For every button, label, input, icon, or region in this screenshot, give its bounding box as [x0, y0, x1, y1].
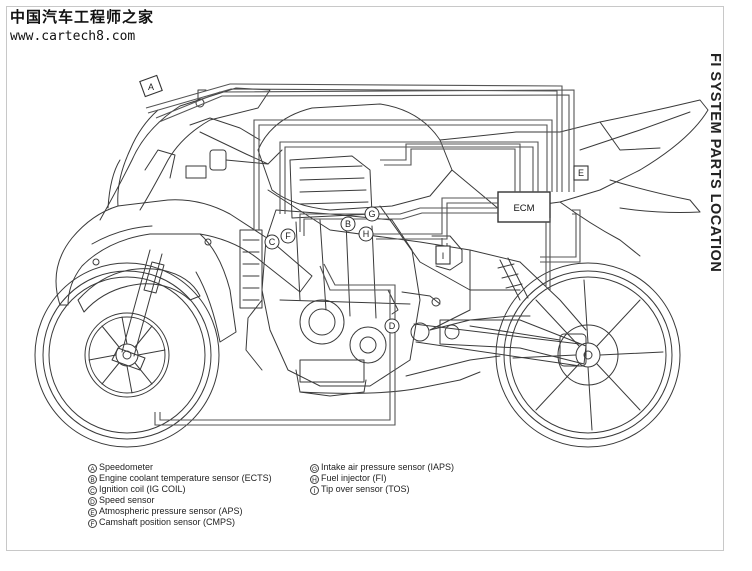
- legend-text: Tip over sensor (TOS): [321, 484, 410, 494]
- callout-a: A: [139, 74, 163, 98]
- legend-text: Speedometer: [99, 462, 154, 472]
- legend-marker: C: [88, 486, 97, 495]
- front-fork: [111, 149, 176, 371]
- callout-h: H: [358, 226, 374, 242]
- callout-i: I: [435, 245, 451, 265]
- svg-text:C: C: [269, 237, 276, 247]
- legend-marker: E: [88, 508, 97, 517]
- svg-text:A: A: [148, 82, 154, 92]
- front-wheel: [34, 262, 220, 448]
- watermark: 中国汽车工程师之家 www.cartech8.com: [10, 8, 154, 46]
- wiring-harness: [145, 83, 581, 426]
- handlebar: [185, 89, 283, 179]
- legend-text: Intake air pressure sensor (IAPS): [321, 462, 455, 472]
- legend-text: Camshaft position sensor (CMPS): [99, 517, 236, 527]
- ecm-label: ECM: [513, 203, 534, 214]
- callout-b: B: [340, 216, 356, 232]
- seat-tail: [439, 99, 709, 257]
- page-frame: [6, 6, 724, 551]
- legend-marker: B: [88, 475, 97, 484]
- engine: [245, 155, 421, 397]
- svg-text:H: H: [363, 229, 370, 239]
- watermark-chinese: 中国汽车工程师之家: [10, 8, 155, 26]
- callout-f: F: [280, 228, 296, 244]
- legend-text: Fuel injector (FI): [321, 473, 387, 483]
- callout-e: E: [573, 165, 589, 181]
- legend-text: Speed sensor: [99, 495, 155, 505]
- legend-text: Atmospheric pressure sensor (APS): [99, 506, 243, 516]
- svg-text:G: G: [368, 209, 375, 219]
- ecm-box: ECM: [497, 191, 551, 223]
- callout-d: D: [384, 318, 400, 334]
- legend-marker: F: [88, 519, 97, 528]
- svg-text:B: B: [345, 219, 351, 229]
- svg-text:E: E: [578, 168, 584, 178]
- watermark-url: www.cartech8.com: [10, 29, 136, 44]
- rear-shock: [497, 257, 529, 301]
- footpegs: [387, 289, 441, 315]
- chain: [410, 322, 581, 367]
- legend-marker: A: [88, 464, 97, 473]
- swingarm: [439, 319, 587, 367]
- legend-marker: G: [310, 464, 319, 473]
- legend-marker: I: [310, 486, 319, 495]
- svg-text:F: F: [285, 231, 291, 241]
- callout-c: C: [264, 234, 280, 250]
- callout-g: G: [364, 206, 380, 222]
- legend-text: Ignition coil (IG COIL): [99, 484, 186, 494]
- rear-wheel: [495, 262, 681, 448]
- legend-text: Engine coolant temperature sensor (ECTS): [99, 473, 272, 483]
- svg-text:D: D: [389, 321, 396, 331]
- legend-marker: H: [310, 475, 319, 484]
- front-fender: [77, 268, 201, 313]
- legend-marker: D: [88, 497, 97, 506]
- radiator: [239, 229, 263, 309]
- svg-text:I: I: [442, 251, 445, 261]
- fairing: [55, 87, 313, 343]
